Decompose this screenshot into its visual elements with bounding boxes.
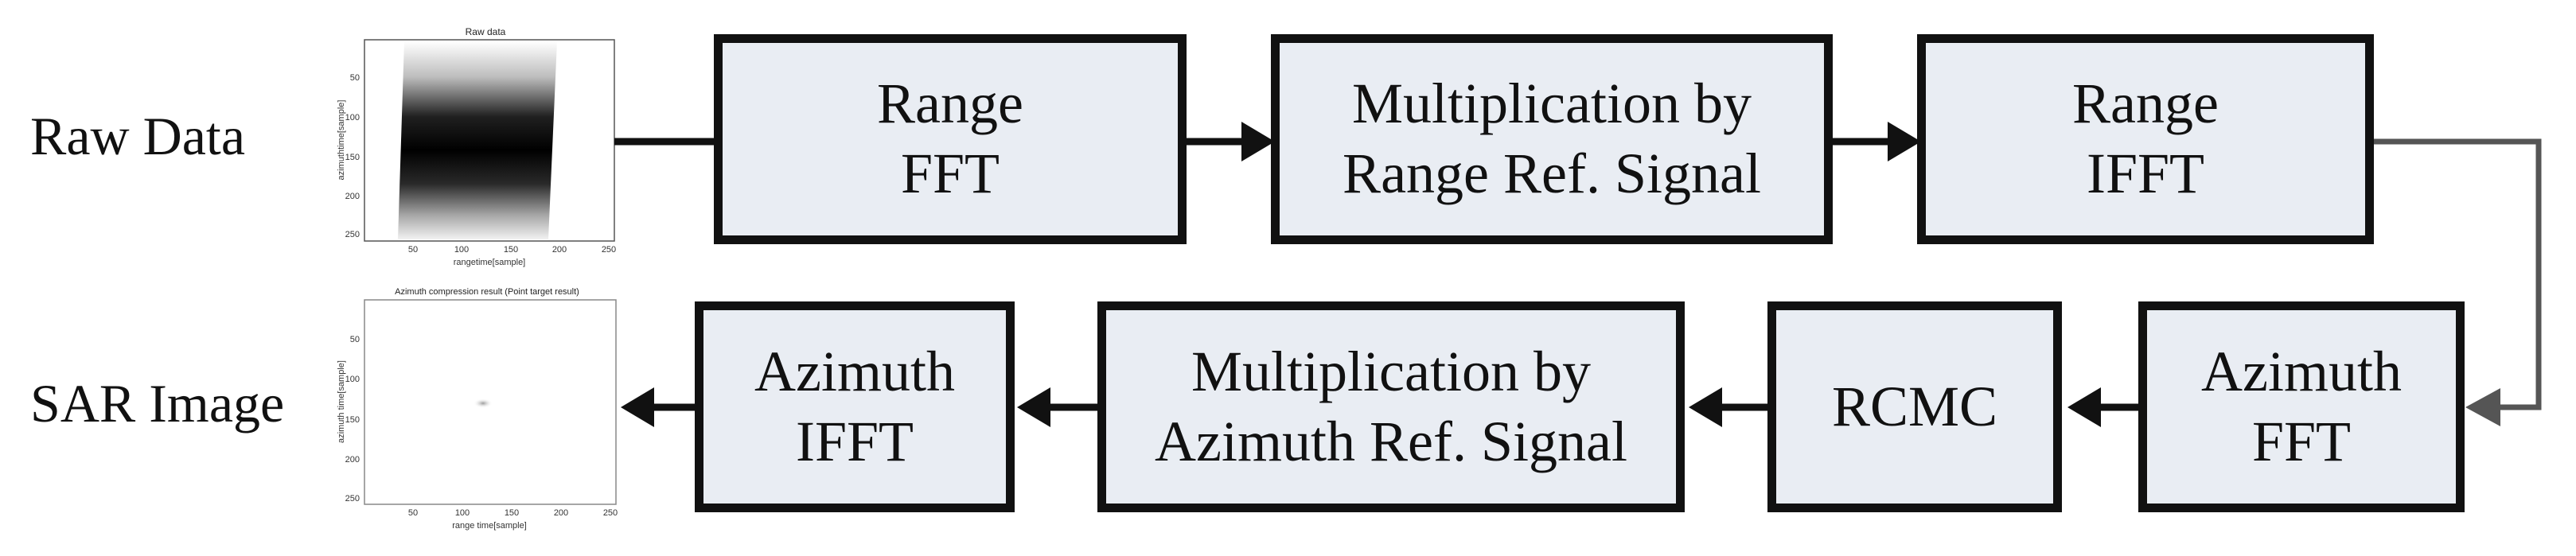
sar-ytick-1: 50 [350, 335, 360, 344]
sar-xtick-3: 150 [505, 508, 519, 518]
raw-xtick-3: 150 [504, 245, 518, 255]
raw-ytick-3: 150 [345, 153, 360, 162]
rcmc-line-1: RCMC [1831, 374, 1998, 438]
range-ifft-line-2: IFFT [2086, 142, 2205, 205]
raw-xtick-1: 50 [408, 245, 418, 255]
raw-data-plot: Raw data 50 100 150 200 250 50 100 150 2… [337, 26, 616, 267]
range-ref-line-2: Range Ref. Signal [1343, 142, 1761, 205]
sar-xtick-2: 100 [455, 508, 470, 518]
sar-ytick-4: 200 [345, 455, 360, 465]
raw-data-label: Raw Data [30, 106, 246, 166]
azimuth-ref-line-1: Multiplication by [1191, 339, 1591, 403]
arrowhead-7 [621, 387, 654, 427]
raw-ytick-4: 200 [345, 192, 360, 201]
raw-plot-title: Raw data [466, 26, 506, 37]
azimuth-fft-block: Azimuth FFT [2138, 301, 2465, 512]
range-fft-line-2: FFT [900, 142, 1000, 205]
azimuth-ifft-line-2: IFFT [795, 409, 914, 473]
azimuth-ifft-block: Azimuth IFFT [695, 301, 1015, 512]
raw-ytick-2: 100 [345, 113, 360, 122]
sar-image-plot: Azimuth compression result (Point target… [337, 287, 618, 531]
sar-xtick-5: 250 [603, 508, 618, 518]
raw-xtick-2: 100 [454, 245, 469, 255]
sar-xtick-4: 200 [554, 508, 568, 518]
raw-ytick-5: 250 [345, 230, 360, 239]
raw-xtick-5: 250 [602, 245, 616, 255]
arrowhead-6 [1017, 387, 1050, 427]
sar-ytick-3: 150 [345, 415, 360, 425]
azimuth-ref-line-2: Azimuth Ref. Signal [1155, 409, 1627, 473]
sar-plot-xlabel: range time[sample] [452, 521, 527, 531]
arrow-range-ifft-to-azimuth-fft [2370, 138, 2542, 410]
raw-plot-yticks: 50 100 150 200 250 [345, 73, 360, 239]
arrowhead-2 [1241, 122, 1275, 161]
arrowhead-4 [2067, 387, 2101, 427]
rcmc-block: RCMC [1767, 301, 2062, 512]
azimuth-fft-line-1: Azimuth [2201, 339, 2402, 403]
sar-ytick-2: 100 [345, 375, 360, 384]
range-ref-line-1: Multiplication by [1352, 72, 1752, 136]
raw-xtick-4: 200 [552, 245, 567, 255]
sar-plot-ylabel: azimuth time[sample] [337, 360, 346, 443]
sar-plot-xticks: 50 100 150 200 250 [408, 508, 618, 518]
raw-plot-ylabel: azimuthtime[sample] [337, 100, 346, 181]
azimuth-fft-line-2: FFT [2251, 409, 2352, 473]
range-ref-multiplication-block: Multiplication by Range Ref. Signal [1271, 34, 1833, 244]
flow-arrows [614, 122, 2542, 427]
azimuth-ifft-line-1: Azimuth [754, 339, 955, 403]
arrowhead-5 [1689, 387, 1722, 427]
range-ifft-line-1: Range [2072, 72, 2219, 136]
sar-xtick-1: 50 [408, 508, 418, 518]
range-ifft-block: Range IFFT [1917, 34, 2374, 244]
arrowhead-3 [1888, 122, 1921, 161]
sar-ytick-5: 250 [345, 494, 360, 504]
range-fft-block: Range FFT [714, 34, 1187, 244]
arrowhead-feedback [2465, 388, 2500, 426]
raw-plot-xlabel: rangetime[sample] [454, 258, 526, 267]
sar-image-label: SAR Image [30, 373, 285, 434]
raw-ytick-1: 50 [350, 73, 360, 83]
sar-point-target [474, 399, 493, 408]
range-fft-line-1: Range [877, 72, 1023, 136]
raw-data-chirp-stripe [398, 41, 557, 239]
raw-plot-xticks: 50 100 150 200 250 [408, 245, 616, 255]
sar-plot-yticks: 50 100 150 200 250 [345, 335, 360, 504]
azimuth-ref-multiplication-block: Multiplication by Azimuth Ref. Signal [1097, 301, 1685, 512]
sar-plot-title: Azimuth compression result (Point target… [395, 287, 579, 297]
